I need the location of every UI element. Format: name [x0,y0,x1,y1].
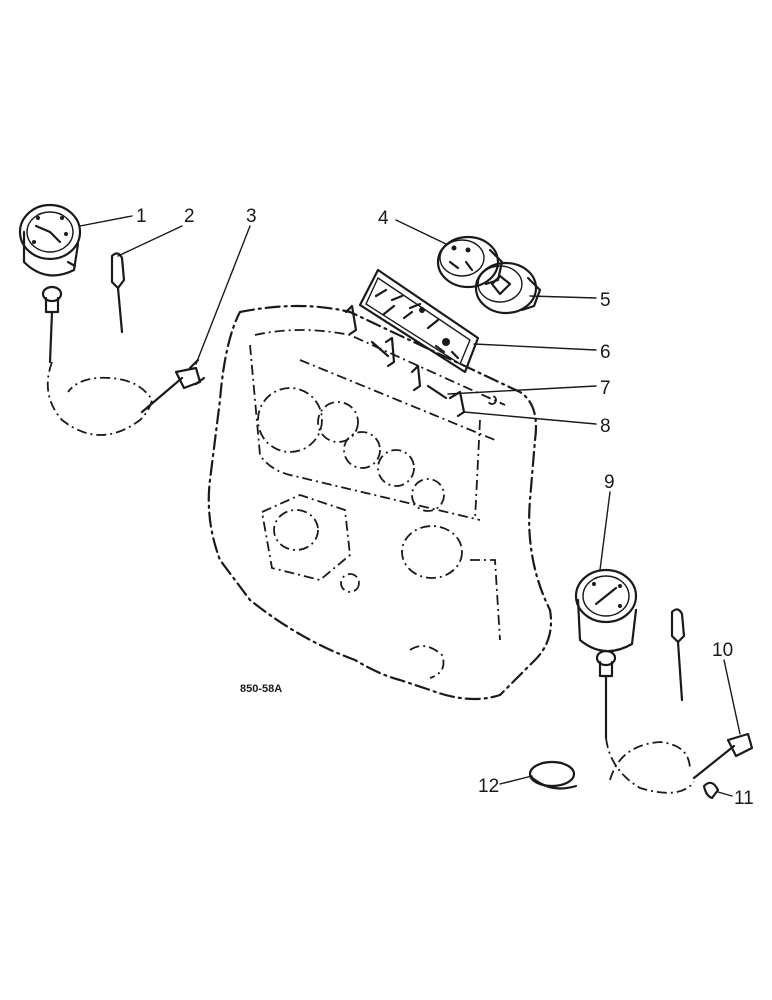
part-label-5: 5 [600,290,611,311]
small-gauge-lower [474,261,542,315]
part-label-4: 4 [378,208,389,229]
part-label-2: 2 [184,206,195,227]
instrument-panel-housing [207,304,553,701]
part-label-6: 6 [600,342,611,363]
lower-sender-probe [670,608,686,702]
leader-lines [79,215,741,797]
part-label-12: 12 [478,776,499,797]
warning-light-panel [358,268,480,374]
part-label-3: 3 [246,206,257,227]
part-label-11: 11 [734,788,754,809]
reference-code: 850-58A [240,683,282,695]
tachometer-gauge [18,203,82,277]
part-label-10: 10 [712,640,733,661]
sender-probe [110,252,126,334]
lower-gauge-sender [595,649,617,740]
part-labels: 1 2 3 4 5 6 7 8 9 10 11 12 [136,206,754,809]
small-gauge-upper [436,235,504,289]
cable-clip [702,781,720,800]
lower-drive-cable [605,732,754,794]
part-label-9: 9 [604,472,615,493]
lower-gauge [574,568,638,653]
part-label-7: 7 [600,378,611,399]
gauge-cable-sender [41,285,63,364]
part-label-8: 8 [600,416,611,437]
panel-clips [344,304,422,392]
drive-cable [46,358,206,436]
retaining-pin [426,384,466,418]
part-label-1: 1 [136,206,147,227]
sealing-ring [528,760,578,790]
